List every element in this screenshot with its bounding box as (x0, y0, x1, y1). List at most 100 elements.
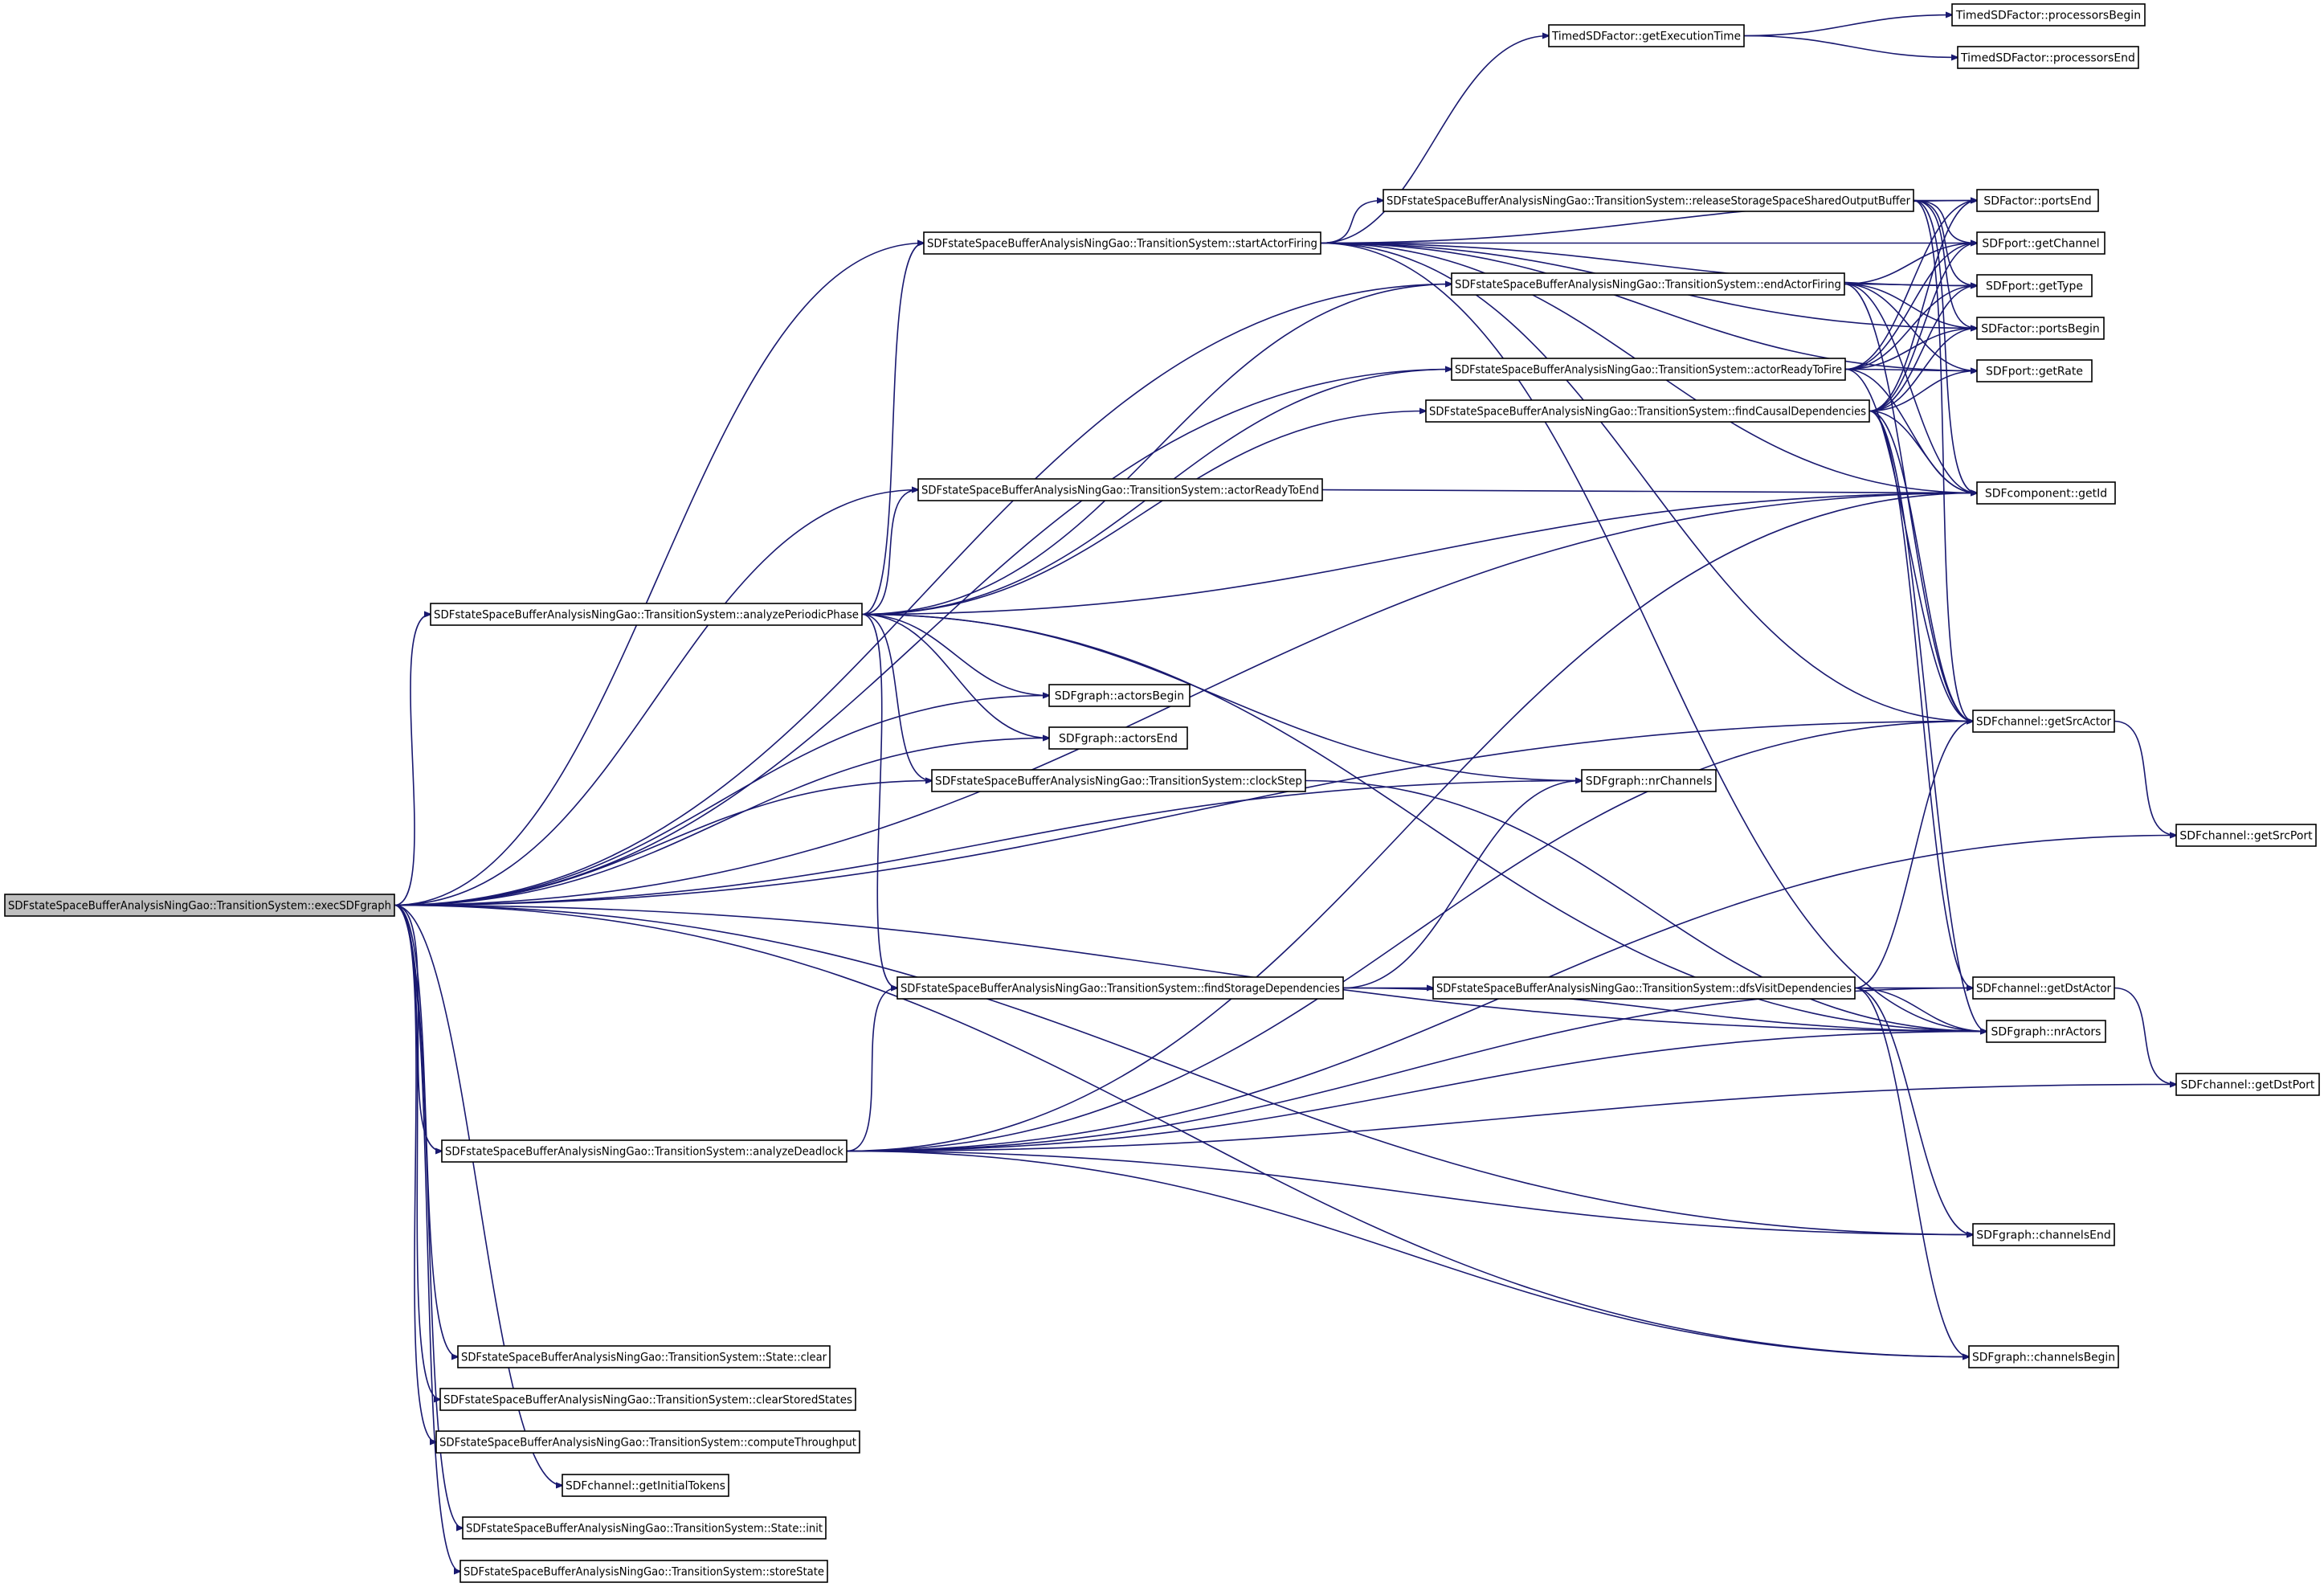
node-dfsVisit-label: SDFstateSpaceBufferAnalysisNingGao::Tran… (1436, 983, 1852, 996)
node-getChannel-box (1976, 231, 2105, 255)
node-analyzeDeadlock-box (441, 1139, 848, 1163)
node-releaseStorage-label: SDFstateSpaceBufferAnalysisNingGao::Tran… (1387, 195, 1910, 208)
node-getId-box (1976, 481, 2116, 505)
node-channelsBegin-box (1968, 1345, 2119, 1368)
node-portsBegin[interactable]: SDFactor::portsBegin (1976, 317, 2105, 340)
node-clearStored-label: SDFstateSpaceBufferAnalysisNingGao::Tran… (443, 1394, 852, 1407)
node-startActorFiring-label: SDFstateSpaceBufferAnalysisNingGao::Tran… (927, 238, 1317, 251)
node-clearStored-box (439, 1388, 856, 1411)
edge-exec-to-getSrcActor (394, 722, 1973, 906)
edge-analyzePeriodic-to-actorsEnd (861, 613, 1049, 738)
edge-analyzeDeadlock-to-getDstPort (846, 1085, 2176, 1152)
node-clearStored[interactable]: SDFstateSpaceBufferAnalysisNingGao::Tran… (439, 1388, 856, 1411)
node-actorReadyToFire[interactable]: SDFstateSpaceBufferAnalysisNingGao::Tran… (1451, 358, 1846, 381)
edge-exec-to-endActorFiring (394, 284, 1452, 906)
edge-findCausal-to-getId (1869, 410, 1977, 493)
edge-actorReadyToEnd-to-getId (1321, 489, 1977, 493)
node-analyzePeriodic[interactable]: SDFstateSpaceBufferAnalysisNingGao::Tran… (430, 603, 863, 626)
node-getChannel[interactable]: SDFport::getChannel (1976, 231, 2105, 255)
node-findStorage[interactable]: SDFstateSpaceBufferAnalysisNingGao::Tran… (897, 976, 1344, 1000)
node-getDstPort-box (2175, 1073, 2320, 1096)
node-clockStep[interactable]: SDFstateSpaceBufferAnalysisNingGao::Tran… (931, 769, 1306, 792)
edge-startActorFiring-to-getExecutionTime (1320, 36, 1549, 244)
node-getDstPort-label: SDFchannel::getDstPort (2181, 1079, 2315, 1092)
node-getDstPort[interactable]: SDFchannel::getDstPort (2175, 1073, 2320, 1096)
edge-releaseStorage-to-getId (1913, 199, 1977, 493)
node-exec[interactable]: SDFstateSpaceBufferAnalysisNingGao::Tran… (4, 894, 395, 917)
edge-analyzePeriodic-to-actorReadyToEnd (861, 490, 918, 616)
node-getRate-label: SDFport::getRate (1986, 366, 2083, 378)
node-endActorFiring-label: SDFstateSpaceBufferAnalysisNingGao::Tran… (1455, 279, 1841, 292)
node-nrActors-label: SDFgraph::nrActors (1991, 1026, 2101, 1039)
node-storeState[interactable]: SDFstateSpaceBufferAnalysisNingGao::Tran… (459, 1560, 828, 1583)
node-nrChannels-box (1581, 769, 1717, 792)
node-nrChannels[interactable]: SDFgraph::nrChannels (1581, 769, 1717, 792)
node-stateInit[interactable]: SDFstateSpaceBufferAnalysisNingGao::Tran… (462, 1516, 827, 1540)
edge-analyzePeriodic-to-clockStep (861, 613, 932, 781)
node-portsEnd-box (1976, 189, 2099, 212)
edge-releaseStorage-to-getType (1913, 199, 1977, 286)
node-processorsBegin-box (1951, 3, 2146, 27)
edge-exec-to-clockStep (394, 781, 932, 906)
node-dfsVisit[interactable]: SDFstateSpaceBufferAnalysisNingGao::Tran… (1432, 976, 1856, 1000)
node-dfsVisit-box (1432, 976, 1856, 1000)
edge-actorReadyToFire-to-portsEnd (1844, 201, 1977, 370)
edge-findCausal-to-getRate (1869, 371, 1977, 412)
edge-exec-to-startActorFiring (394, 243, 924, 906)
node-getSrcActor-label: SDFchannel::getSrcActor (1976, 716, 2111, 729)
edge-releaseStorage-to-getChannel (1913, 199, 1977, 243)
edge-findCausal-to-portsEnd (1869, 201, 1977, 412)
node-processorsBegin[interactable]: TimedSDFactor::processorsBegin (1951, 3, 2146, 27)
edge-analyzePeriodic-to-actorsBegin (861, 613, 1049, 696)
edge-exec-to-channelsEnd (394, 904, 1973, 1235)
node-actorsBegin[interactable]: SDFgraph::actorsBegin (1048, 684, 1191, 707)
edge-startActorFiring-to-getSrcActor (1320, 242, 1973, 722)
edge-analyzeDeadlock-to-channelsBegin (846, 1150, 1969, 1357)
node-actorsBegin-label: SDFgraph::actorsBegin (1055, 690, 1184, 703)
node-processorsEnd[interactable]: TimedSDFactor::processorsEnd (1957, 46, 2139, 69)
node-getType[interactable]: SDFport::getType (1976, 274, 2093, 297)
edge-findCausal-to-nrActors (1869, 410, 1987, 1032)
node-getRate[interactable]: SDFport::getRate (1976, 359, 2093, 382)
node-nrActors[interactable]: SDFgraph::nrActors (1986, 1020, 2106, 1043)
node-portsEnd[interactable]: SDFactor::portsEnd (1976, 189, 2099, 212)
node-releaseStorage-box (1383, 189, 1914, 212)
node-getSrcActor[interactable]: SDFchannel::getSrcActor (1972, 710, 2115, 733)
node-findStorage-label: SDFstateSpaceBufferAnalysisNingGao::Tran… (901, 983, 1340, 996)
node-channelsEnd[interactable]: SDFgraph::channelsEnd (1972, 1223, 2115, 1246)
node-endActorFiring-box (1451, 272, 1845, 296)
node-analyzePeriodic-label: SDFstateSpaceBufferAnalysisNingGao::Tran… (434, 609, 859, 622)
node-stateClear-label: SDFstateSpaceBufferAnalysisNingGao::Tran… (461, 1352, 827, 1364)
node-startActorFiring[interactable]: SDFstateSpaceBufferAnalysisNingGao::Tran… (923, 231, 1321, 255)
edge-analyzePeriodic-to-nrChannels (861, 613, 1582, 781)
node-findCausal[interactable]: SDFstateSpaceBufferAnalysisNingGao::Tran… (1425, 399, 1870, 423)
node-computeThroughput[interactable]: SDFstateSpaceBufferAnalysisNingGao::Tran… (435, 1430, 860, 1454)
node-stateClear[interactable]: SDFstateSpaceBufferAnalysisNingGao::Tran… (457, 1345, 831, 1368)
node-releaseStorage[interactable]: SDFstateSpaceBufferAnalysisNingGao::Tran… (1383, 189, 1914, 212)
node-channelsBegin[interactable]: SDFgraph::channelsBegin (1968, 1345, 2119, 1368)
node-getType-label: SDFport::getType (1986, 280, 2083, 293)
node-getExecutionTime[interactable]: TimedSDFactor::getExecutionTime (1548, 24, 1745, 47)
node-actorReadyToFire-label: SDFstateSpaceBufferAnalysisNingGao::Tran… (1455, 364, 1842, 377)
edge-exec-to-actorsBegin (394, 696, 1049, 906)
node-getSrcPort[interactable]: SDFchannel::getSrcPort (2175, 824, 2317, 847)
node-channelsBegin-label: SDFgraph::channelsBegin (1972, 1352, 2115, 1364)
edge-exec-to-nrChannels (394, 781, 1582, 906)
edge-dfsVisit-to-channelsBegin (1854, 987, 1969, 1357)
node-computeThroughput-label: SDFstateSpaceBufferAnalysisNingGao::Tran… (439, 1437, 856, 1450)
edge-exec-to-storeState (394, 904, 460, 1572)
node-actorsEnd[interactable]: SDFgraph::actorsEnd (1048, 726, 1188, 750)
node-getInitialTokens[interactable]: SDFchannel::getInitialTokens (562, 1474, 729, 1497)
node-analyzeDeadlock[interactable]: SDFstateSpaceBufferAnalysisNingGao::Tran… (441, 1139, 848, 1163)
node-actorsEnd-box (1048, 726, 1188, 750)
node-actorsBegin-box (1048, 684, 1191, 707)
node-getId-label: SDFcomponent::getId (1985, 488, 2107, 501)
node-actorReadyToEnd[interactable]: SDFstateSpaceBufferAnalysisNingGao::Tran… (917, 478, 1323, 501)
node-getDstActor[interactable]: SDFchannel::getDstActor (1972, 976, 2115, 1000)
node-getId[interactable]: SDFcomponent::getId (1976, 481, 2116, 505)
node-nrChannels-label: SDFgraph::nrChannels (1586, 775, 1713, 788)
edge-startActorFiring-to-releaseStorage (1320, 201, 1383, 244)
node-endActorFiring[interactable]: SDFstateSpaceBufferAnalysisNingGao::Tran… (1451, 272, 1845, 296)
edge-analyzePeriodic-to-startActorFiring (861, 243, 924, 616)
